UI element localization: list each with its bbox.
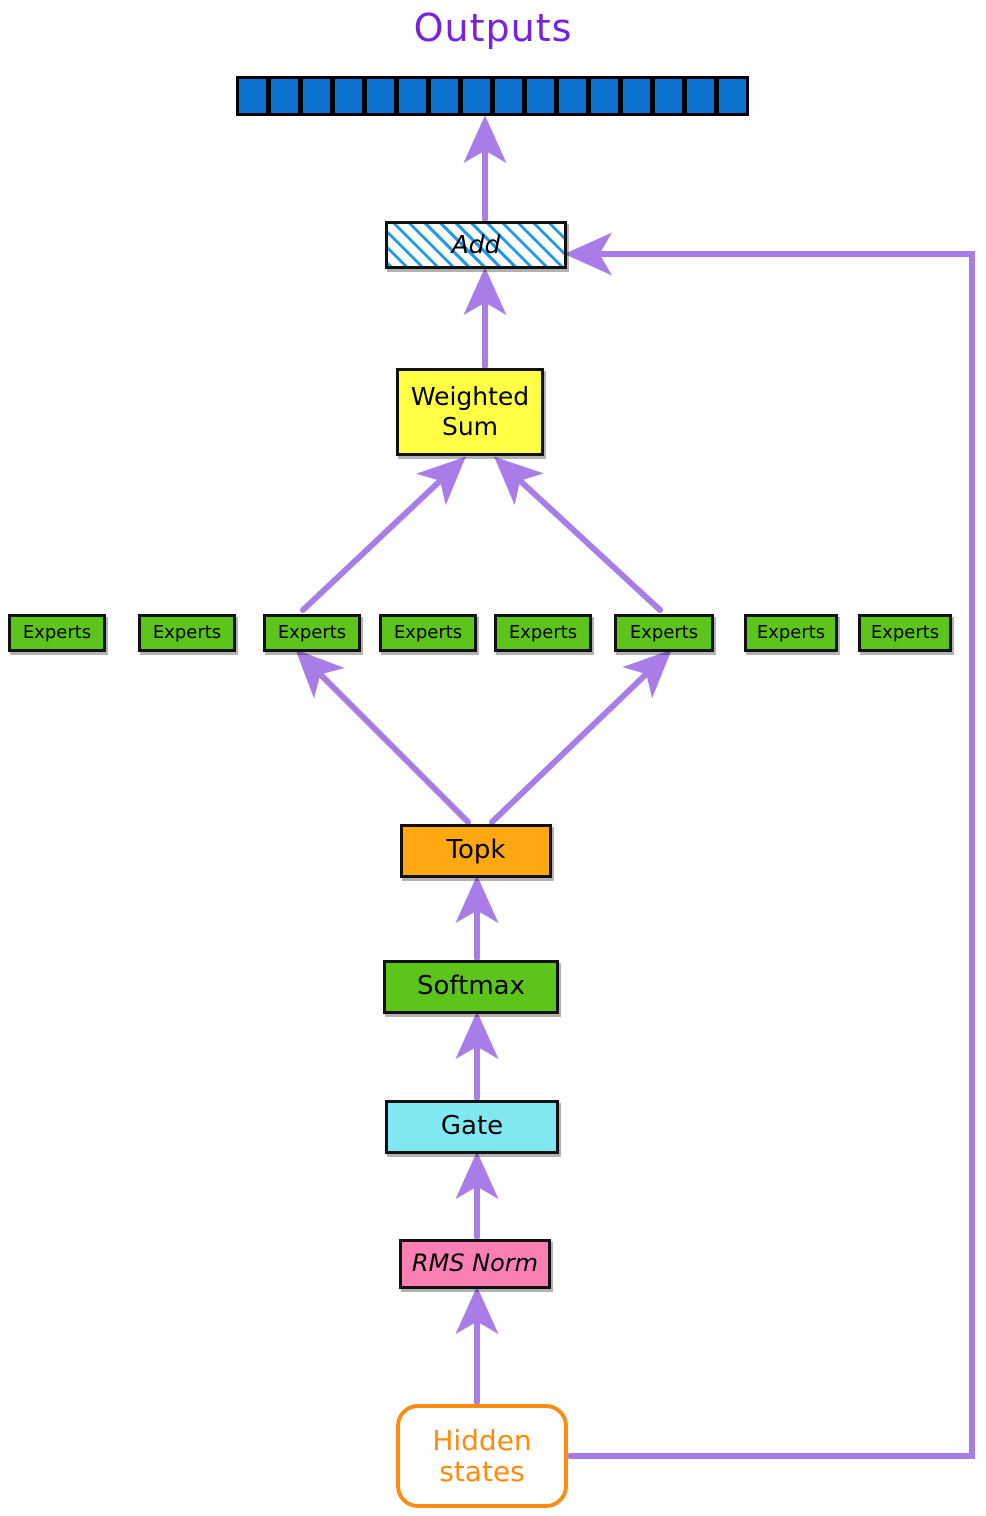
output-token-cell (364, 76, 397, 116)
node-softmax[interactable]: Softmax (383, 960, 559, 1014)
output-token-cell (300, 76, 333, 116)
node-weighted-sum[interactable]: Weighted Sum (396, 368, 544, 456)
node-expert-6-label: Experts (629, 621, 699, 643)
node-expert-6[interactable]: Experts (614, 614, 714, 652)
node-expert-4[interactable]: Experts (379, 614, 477, 652)
node-add[interactable]: Add (385, 221, 567, 269)
node-expert-7[interactable]: Experts (744, 614, 838, 652)
node-topk-label: Topk (446, 835, 506, 866)
output-token-cell (684, 76, 717, 116)
node-hidden-states[interactable]: Hidden states (396, 1404, 568, 1508)
node-add-label: Add (451, 229, 501, 259)
edge-topk-to-expert6 (489, 649, 672, 825)
edge-hidden-states-residual-to-add (564, 232, 975, 1459)
edge-expert3-to-weighted-sum (300, 456, 466, 613)
output-token-cell (716, 76, 749, 116)
output-token-cell (556, 76, 589, 116)
node-expert-8[interactable]: Experts (858, 614, 952, 652)
node-gate-label: Gate (440, 1111, 504, 1142)
edge-expert6-to-weighted-sum (494, 456, 663, 613)
node-topk[interactable]: Topk (400, 824, 552, 878)
node-expert-1[interactable]: Experts (8, 614, 106, 652)
page-title: Outputs (413, 6, 573, 50)
output-token-cell (652, 76, 685, 116)
node-rms-norm-label: RMS Norm (411, 1249, 539, 1278)
node-rms-norm[interactable]: RMS Norm (399, 1239, 551, 1289)
node-expert-4-label: Experts (393, 621, 463, 643)
node-expert-7-label: Experts (756, 621, 826, 643)
node-expert-2-label: Experts (152, 621, 222, 643)
output-token-cell (332, 76, 365, 116)
node-hidden-states-label-line1: Hidden (432, 1423, 532, 1457)
node-gate[interactable]: Gate (385, 1100, 559, 1154)
output-token-cell (428, 76, 461, 116)
node-softmax-label: Softmax (417, 971, 525, 1002)
output-token-cell (236, 76, 269, 116)
output-token-cell (588, 76, 621, 116)
output-token-cell (492, 76, 525, 116)
node-hidden-states-label-line2: states (439, 1455, 525, 1488)
outputs-token-strip (236, 76, 749, 116)
node-expert-5[interactable]: Experts (494, 614, 592, 652)
node-weighted-sum-label-line2: Sum (441, 412, 499, 441)
output-token-cell (524, 76, 557, 116)
output-token-cell (396, 76, 429, 116)
node-expert-3[interactable]: Experts (263, 614, 361, 652)
node-weighted-sum-label-line1: Weighted (410, 381, 530, 411)
output-token-cell (460, 76, 493, 116)
node-expert-8-label: Experts (870, 621, 940, 643)
output-token-cell (620, 76, 653, 116)
node-expert-1-label: Experts (22, 621, 92, 643)
edge-topk-to-expert3 (295, 649, 471, 825)
node-expert-3-label: Experts (277, 621, 347, 643)
output-token-cell (268, 76, 301, 116)
node-expert-5-label: Experts (508, 621, 578, 643)
node-expert-2[interactable]: Experts (138, 614, 236, 652)
